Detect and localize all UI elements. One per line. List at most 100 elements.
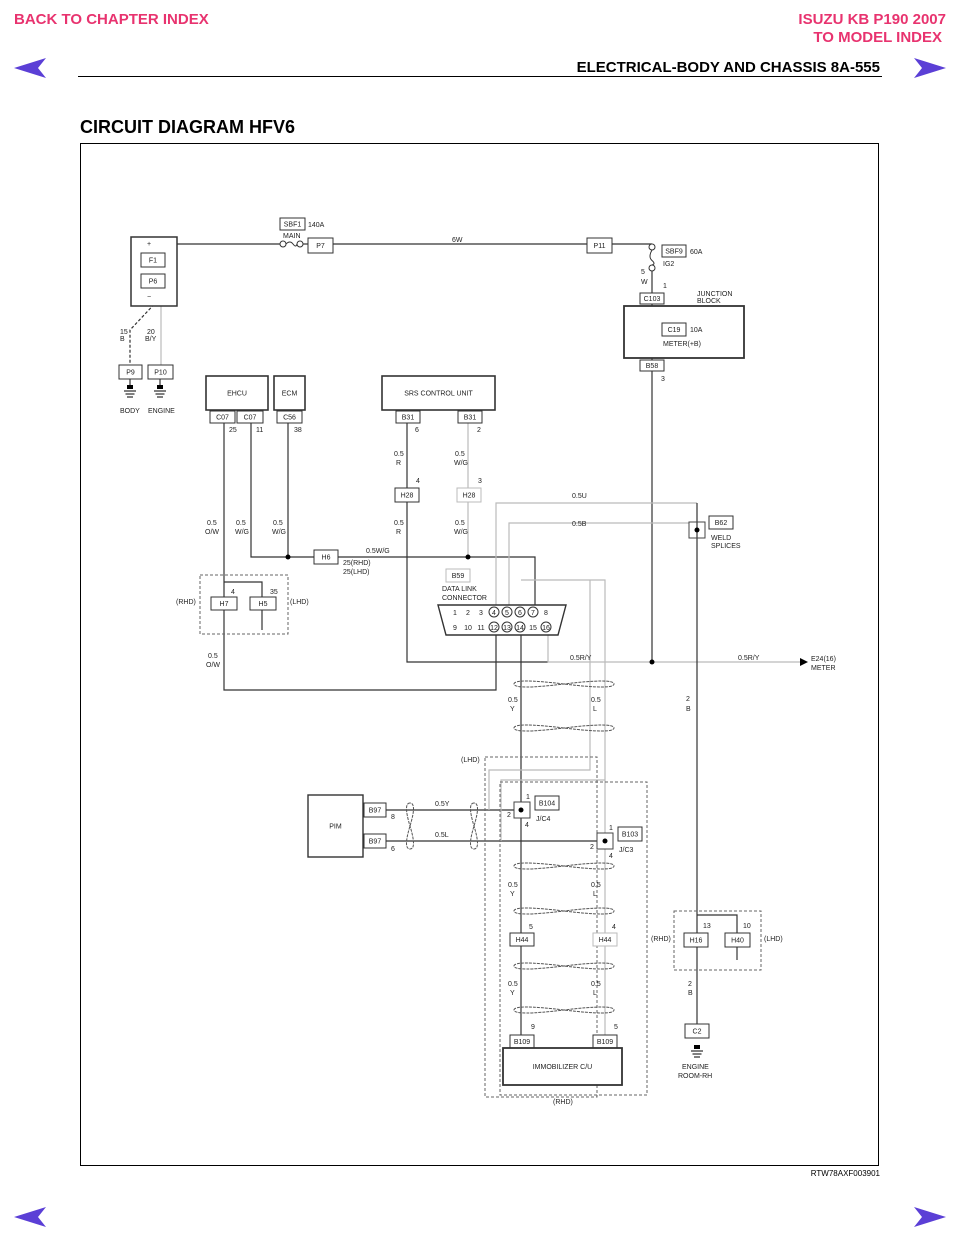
immo-box <box>502 1047 623 1086</box>
p9-label: P9 <box>126 370 135 377</box>
junction-dot <box>518 807 524 813</box>
label-wg05d: 0.5 <box>273 520 283 527</box>
prev-page-arrow-bottom-icon[interactable] <box>14 1207 46 1227</box>
label-rhd25: 25(RHD) <box>343 560 371 567</box>
figure-code: RTW78AXF003901 <box>810 1169 880 1178</box>
ecm-label: ECM <box>282 391 298 398</box>
label-y05c: 0.5 <box>508 981 518 988</box>
label-p1: 1 <box>663 283 667 290</box>
p6-label: P6 <box>149 279 158 286</box>
battery-box <box>130 236 178 307</box>
h40-box <box>724 932 751 948</box>
c07a-label: C07 <box>216 415 229 422</box>
dlc-pin-14: 14 <box>516 625 524 632</box>
model-title-link[interactable]: ISUZU KB P190 2007 <box>798 11 946 28</box>
c07b-box <box>236 410 264 424</box>
c2-label: C2 <box>693 1029 702 1036</box>
label-yc: Y <box>510 990 515 997</box>
f1-box <box>140 252 166 268</box>
label-jc3-4: 4 <box>609 853 613 860</box>
label-ow05: 0.5 <box>207 520 217 527</box>
c19-label: C19 <box>668 327 681 334</box>
label-wg-d: W/G <box>272 529 286 536</box>
label-yb: Y <box>510 891 515 898</box>
c07a-box <box>209 410 236 424</box>
label-body: BODY <box>120 408 140 415</box>
label-lc: L <box>593 990 597 997</box>
label-jc4-1: 1 <box>526 794 530 801</box>
label-b2a: 2 <box>686 696 690 703</box>
label-w05b: 0.5B <box>572 521 587 528</box>
page-title: CIRCUIT DIAGRAM HFV6 <box>80 117 295 137</box>
label-rhd-h7: (RHD) <box>176 599 196 606</box>
label-pim6: 6 <box>391 846 395 853</box>
label-plus: + <box>147 241 151 248</box>
model-index-link[interactable]: TO MODEL INDEX <box>813 29 942 46</box>
dlc-pin-circle <box>514 606 526 618</box>
label-gby: B/Y <box>145 336 157 343</box>
srs-label: SRS CONTROL UNIT <box>404 391 473 398</box>
ground-icon <box>694 1045 700 1049</box>
jb-box <box>623 305 745 359</box>
label-p5: 5 <box>641 269 645 276</box>
label-pin38: 38 <box>294 427 302 434</box>
label-b2b: B <box>686 706 691 713</box>
c56-label: C56 <box>283 415 296 422</box>
next-page-arrow-icon[interactable] <box>914 58 946 78</box>
label-pin2: 2 <box>477 427 481 434</box>
label-h44p4: 4 <box>612 924 616 931</box>
ig2-fuse-terminal <box>648 243 656 251</box>
label-main: MAIN <box>283 233 301 240</box>
srs-box <box>381 375 496 411</box>
dlc-pin-4: 4 <box>492 610 496 617</box>
splice-box <box>596 832 614 850</box>
wire <box>338 556 536 605</box>
label-w6w: 6W <box>452 237 463 244</box>
label-w05wg: 0.5W/G <box>366 548 390 555</box>
twisted-pair-icon <box>406 802 414 850</box>
label-sbf1-amp: 140A <box>308 222 325 229</box>
label-p3: 3 <box>661 376 665 383</box>
prev-page-arrow-icon[interactable] <box>14 58 46 78</box>
dlc-pin-15: 15 <box>529 625 537 632</box>
connector-arrow-icon <box>800 658 808 666</box>
dlc-pin-circle <box>514 621 526 633</box>
h44b-box <box>592 932 618 947</box>
label-r05b: 0.5 <box>394 520 404 527</box>
label-wg05a: 0.5 <box>455 451 465 458</box>
dlc-pin-circle <box>501 621 513 633</box>
label-h16p: 13 <box>703 923 711 930</box>
label-ry1: 0.5R/Y <box>570 655 592 662</box>
label-dlc1: DATA LINK <box>442 586 477 593</box>
label-ry2: 0.5R/Y <box>738 655 760 662</box>
label-jc4-4: 4 <box>525 822 529 829</box>
b31a-label: B31 <box>402 415 415 422</box>
c56-box <box>276 410 303 424</box>
fuse-terminal <box>296 240 304 248</box>
ground-icon <box>157 385 163 389</box>
twisted-pair-icon <box>513 907 615 915</box>
back-to-chapter-index-link[interactable]: BACK TO CHAPTER INDEX <box>14 11 209 28</box>
label-wg-c: W/G <box>235 529 249 536</box>
b62-box <box>708 515 734 530</box>
dlc-pin-9: 9 <box>453 625 457 632</box>
dlc-pin-circle <box>501 606 513 618</box>
next-page-arrow-bottom-icon[interactable] <box>914 1207 946 1227</box>
wire <box>129 296 162 365</box>
label-c19-amp: 10A <box>690 327 703 334</box>
h6-box <box>313 549 339 565</box>
label-w: W <box>641 279 648 286</box>
dlc-pin-8: 8 <box>544 610 548 617</box>
label-pin6: 6 <box>415 427 419 434</box>
h5-label: H5 <box>259 601 268 608</box>
option-dashed-box <box>199 574 289 635</box>
label-g15: 15 <box>120 329 128 336</box>
b109b-label: B109 <box>597 1039 613 1046</box>
b97a-box <box>363 802 387 818</box>
label-b109p9: 9 <box>531 1024 535 1031</box>
pim-box <box>307 794 364 858</box>
label-e24: E24(16) <box>811 656 836 663</box>
junction-dot <box>649 659 655 665</box>
p11-box <box>586 237 613 254</box>
twisted-pair-icon <box>513 962 615 970</box>
